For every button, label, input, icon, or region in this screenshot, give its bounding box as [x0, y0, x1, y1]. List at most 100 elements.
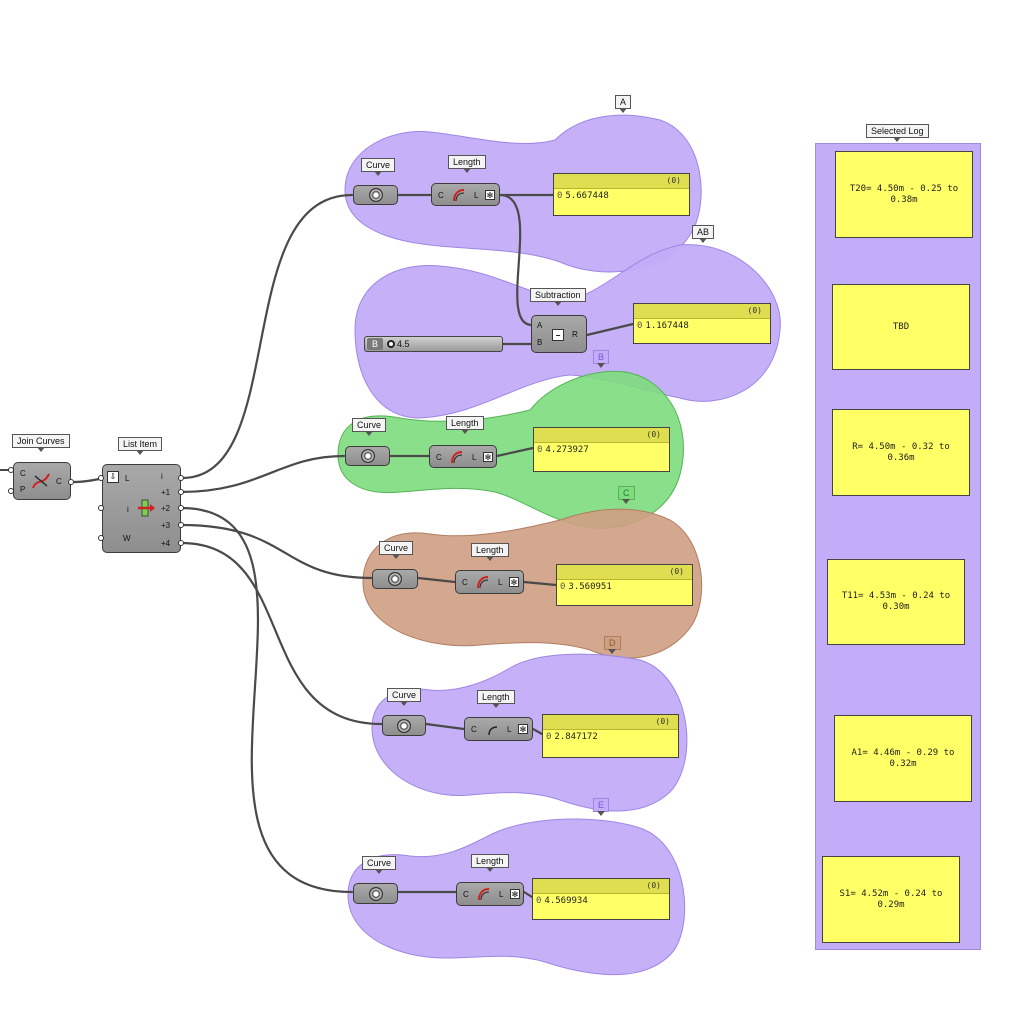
curve-a-tag: Curve: [361, 158, 396, 176]
length-port-l-label: L: [472, 453, 477, 462]
list-out-4-label: +4: [161, 539, 171, 548]
list-out-1-port[interactable]: [178, 489, 184, 495]
list-in-i-port[interactable]: [98, 505, 104, 511]
panel-d-index: 0: [546, 732, 552, 742]
panel-ab-header: (0): [634, 304, 770, 319]
panel-c-index: 0: [560, 582, 566, 592]
join-curves-component[interactable]: C P C: [13, 462, 71, 500]
panel-d-value: 2.847172: [554, 732, 598, 742]
curve-b-tag: Curve: [352, 418, 387, 436]
log-entry-r[interactable]: R= 4.50m - 0.32 to 0.36m: [832, 409, 970, 496]
group-tag-d: D: [604, 636, 621, 654]
length-d-component[interactable]: C L ✻: [464, 717, 533, 741]
curve-d-component[interactable]: [382, 715, 426, 736]
length-port-l-label: L: [498, 578, 503, 587]
panel-c-header: (0): [557, 565, 692, 580]
group-tag-e: E: [593, 798, 610, 816]
panel-e-header: (0): [533, 879, 669, 894]
panel-a-index: 0: [557, 191, 563, 201]
log-entry-tbd[interactable]: TBD: [832, 284, 970, 370]
length-port-l-label: L: [499, 890, 504, 899]
group-tag-c: C: [618, 486, 635, 504]
list-port-i-label: i: [127, 505, 129, 514]
panel-b-index: 0: [537, 445, 543, 455]
panel-c-value: 3.560951: [568, 582, 612, 592]
log-entry-t20[interactable]: T20= 4.50m - 0.25 to 0.38m: [835, 151, 973, 238]
list-item-tag: List Item: [118, 437, 163, 455]
log-entry-t11[interactable]: T11= 4.53m - 0.24 to 0.30m: [827, 559, 965, 645]
list-flatten-icon: ⇩: [107, 471, 119, 483]
group-tag-ab: AB: [692, 225, 715, 243]
length-port-l-label: L: [507, 725, 512, 734]
length-a-component[interactable]: C L ✻: [431, 183, 500, 206]
curve-c-component[interactable]: [372, 569, 418, 589]
subtraction-component[interactable]: A B − R: [531, 315, 587, 353]
group-tag-b: B: [593, 350, 610, 368]
list-out-2-port[interactable]: [178, 505, 184, 511]
join-out-port[interactable]: [68, 479, 74, 485]
panel-b-value: 4.273927: [545, 445, 589, 455]
length-curve-icon: [451, 451, 463, 464]
panel-a-header: (0): [554, 174, 689, 189]
join-port-out-label: C: [56, 477, 62, 486]
join-port-p-label: P: [20, 485, 26, 494]
log-entry-a1[interactable]: A1= 4.46m - 0.29 to 0.32m: [834, 715, 972, 802]
slider-knob[interactable]: [387, 340, 395, 348]
length-b-component[interactable]: C L ✻: [429, 445, 497, 468]
length-c-tag: Length: [471, 543, 509, 561]
curve-icon: [368, 188, 383, 202]
gear-icon: ✻: [510, 889, 520, 899]
list-out-2-label: +2: [161, 504, 171, 513]
sub-port-r-label: R: [572, 330, 578, 339]
join-port-c-label: C: [20, 469, 26, 478]
list-out-i-label: i: [161, 472, 163, 481]
curve-icon: [360, 449, 375, 463]
length-e-component[interactable]: C L ✻: [456, 882, 524, 906]
curve-icon: [397, 718, 411, 733]
subtraction-tag: Subtraction: [530, 288, 586, 306]
length-port-c-label: C: [436, 453, 442, 462]
length-port-c-label: C: [471, 725, 477, 734]
length-port-c-label: C: [462, 578, 468, 587]
length-curve-icon: [453, 189, 465, 202]
list-in-l-port[interactable]: [98, 475, 104, 481]
length-port-c-label: C: [438, 191, 444, 200]
curve-e-tag: Curve: [362, 856, 397, 874]
gear-icon: ✻: [485, 190, 495, 200]
curve-d-tag: Curve: [387, 688, 422, 706]
join-in-p-port[interactable]: [8, 488, 14, 494]
join-curves-tag: Join Curves: [12, 434, 70, 452]
length-c-component[interactable]: C L ✻: [455, 570, 524, 594]
length-port-c-label: C: [463, 890, 469, 899]
number-slider[interactable]: B 4.5: [364, 336, 503, 352]
panel-d-header: (0): [543, 715, 678, 730]
panel-ab-index: 0: [637, 321, 643, 331]
log-entry-s1[interactable]: S1= 4.52m - 0.24 to 0.29m: [822, 856, 960, 943]
list-out-1-label: +1: [161, 488, 171, 497]
list-port-l-label: L: [125, 474, 130, 483]
curve-a-component[interactable]: [353, 185, 398, 205]
list-in-w-port[interactable]: [98, 535, 104, 541]
list-item-component[interactable]: ⇩ L i W i +1 +2 +3 +4: [102, 464, 181, 553]
length-port-l-label: L: [474, 191, 479, 200]
length-curve-icon: [488, 726, 498, 736]
panel-ab-value: 1.167448: [645, 321, 689, 331]
join-curves-icon: [32, 473, 50, 489]
list-out-3-port[interactable]: [178, 522, 184, 528]
length-e-tag: Length: [471, 854, 509, 872]
join-in-c-port[interactable]: [8, 467, 14, 473]
curve-b-component[interactable]: [345, 446, 390, 466]
sub-port-b-label: B: [537, 338, 543, 347]
curve-icon: [388, 572, 402, 586]
curve-e-component[interactable]: [353, 883, 398, 904]
list-out-4-port[interactable]: [178, 540, 184, 546]
length-curve-icon: [477, 576, 489, 589]
length-curve-icon: [478, 888, 490, 901]
list-out-i-port[interactable]: [178, 475, 184, 481]
